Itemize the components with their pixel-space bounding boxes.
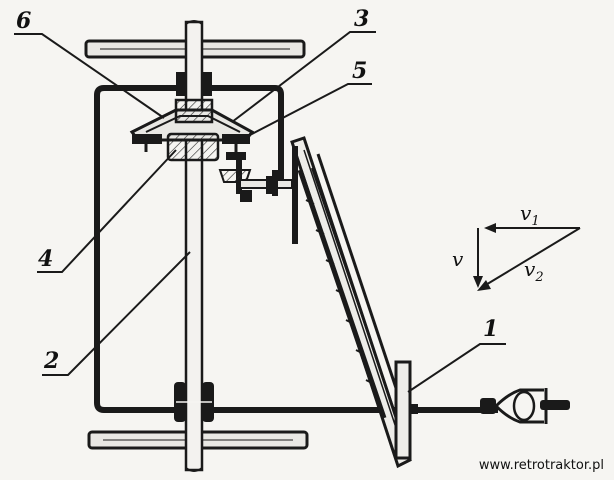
label-4: 4 xyxy=(38,246,53,272)
velocity-v2-label: v2 xyxy=(524,257,544,285)
label-2: 2 xyxy=(43,348,59,374)
upper-bearing xyxy=(176,72,212,96)
velocity-diagram xyxy=(473,223,581,291)
axle-shaft xyxy=(184,20,204,472)
label-6: 6 xyxy=(16,8,31,34)
label-3: 3 xyxy=(354,6,369,32)
source-watermark: www.retrotraktor.pl xyxy=(478,458,604,473)
lower-bearing xyxy=(174,382,214,422)
velocity-v-label: v xyxy=(452,247,464,271)
label-1: 1 xyxy=(483,316,498,342)
drawbar-hitch xyxy=(480,388,570,424)
leader-lines xyxy=(14,31,506,393)
label-5: 5 xyxy=(352,58,367,84)
inclined-rack xyxy=(290,136,418,469)
velocity-v1-label: v1 xyxy=(520,201,540,229)
